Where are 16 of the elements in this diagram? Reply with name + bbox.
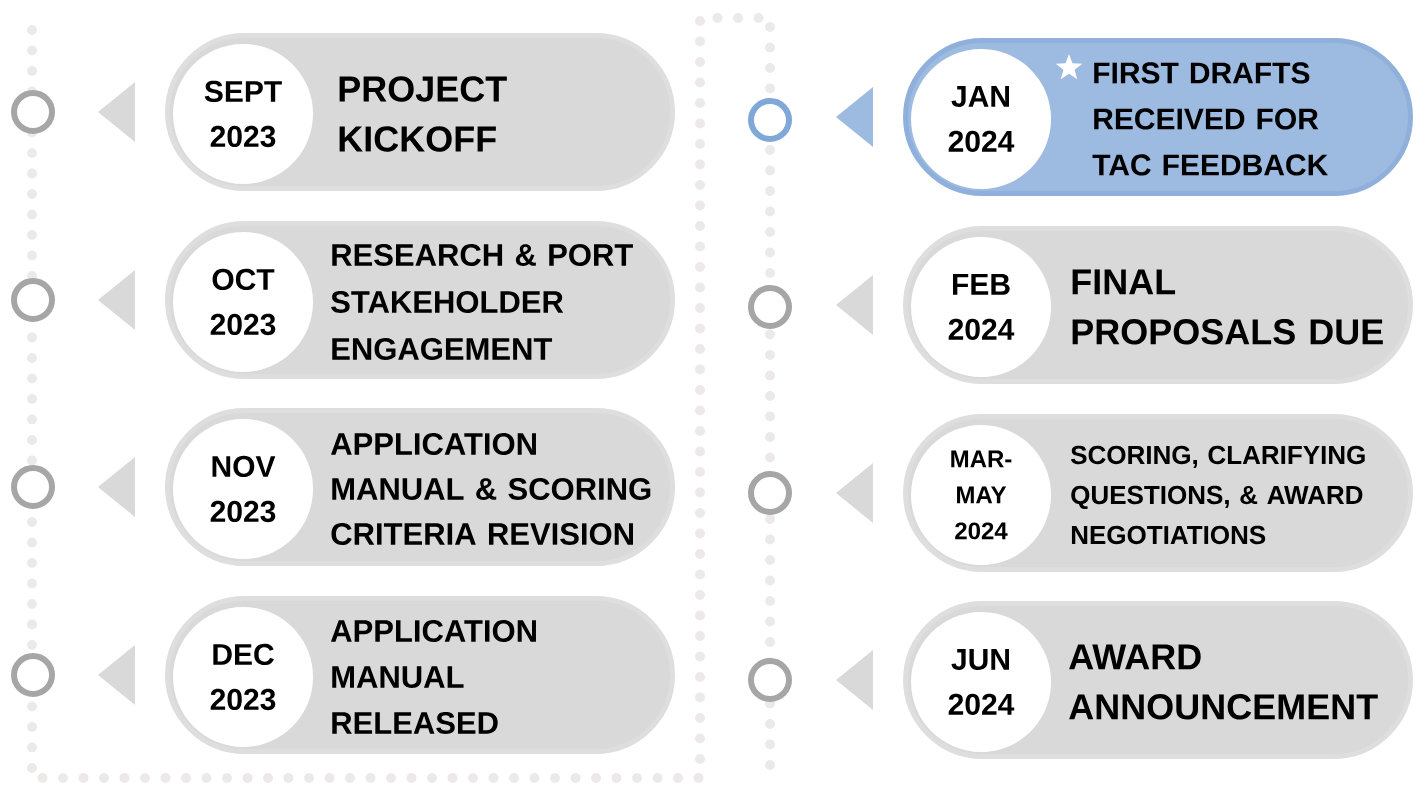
timeline-pill (98, 33, 675, 191)
milestone-title: APPLICATION MANUAL & SCORING CRITERIA REVISION (331, 433, 651, 545)
timeline-pill (98, 408, 675, 566)
milestone-title: FINAL PROPOSALS DUE (1072, 269, 1383, 345)
milestone-title: APPLICATION MANUAL RELEASED (331, 620, 536, 734)
milestone-title: AWARD ANNOUNCEMENT (1069, 644, 1378, 720)
milestone-title: RESEARCH & PORT STAKEHOLDER ENGAGEMENT (331, 244, 633, 360)
timeline-pill (836, 38, 1413, 196)
timeline-pill (836, 226, 1413, 384)
timeline-pill (98, 596, 675, 754)
timeline-pill (836, 414, 1413, 572)
milestone-title: SCORING, CLARIFYING QUESTIONS, & AWARD NEGOTIATIONS (1070, 445, 1365, 545)
timeline-pill (836, 601, 1413, 759)
milestone-title: PROJECT KICKOFF (339, 76, 507, 152)
timeline-pill (98, 221, 675, 379)
milestone-title: FIRST DRAFTS RECEIVED FOR TAC FEEDBACK (1092, 62, 1328, 176)
